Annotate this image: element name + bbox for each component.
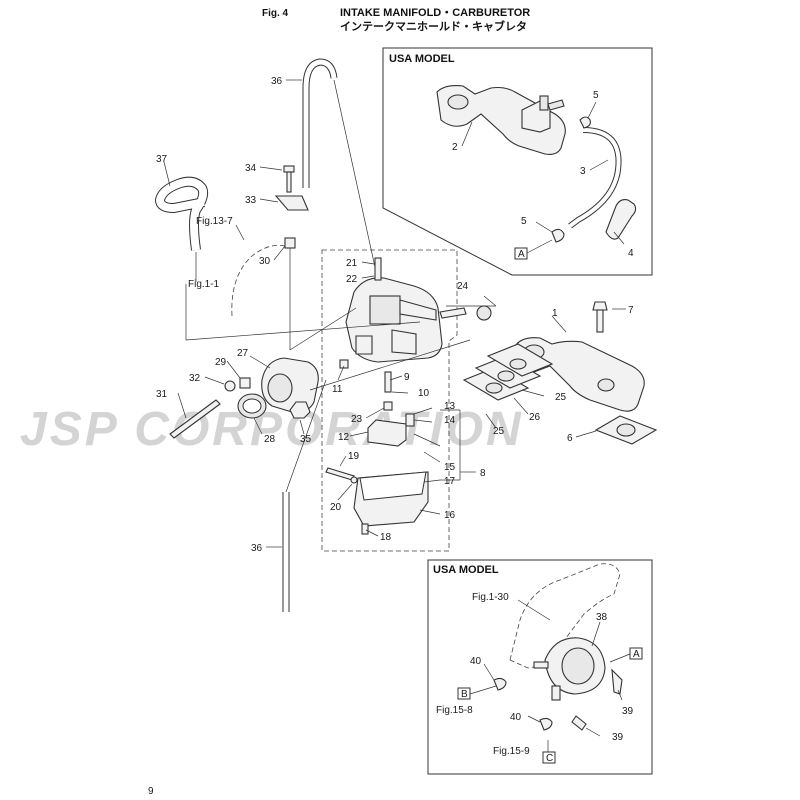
part-label-9: 9 (404, 372, 410, 383)
ref-label-c: C (546, 753, 553, 764)
part-label-40-lower: 40 (510, 712, 522, 723)
ref-box-a-top (514, 247, 528, 260)
part-label-17: 17 (444, 476, 456, 487)
hose-clip-icon (539, 717, 553, 731)
part-label-25-a: 25 (555, 392, 567, 403)
part-label-40-upper: 40 (470, 656, 482, 667)
title-japanese: インテークマニホールド・キャブレタ (340, 19, 527, 33)
ref-fig-1-1: Fig.1-1 (188, 279, 220, 290)
title-english: INTAKE MANIFOLD・CARBURETOR (340, 7, 530, 19)
ref-label-a-top: A (518, 249, 525, 260)
part-label-39-lower: 39 (612, 732, 624, 743)
part-label-5-bottom: 5 (521, 216, 527, 227)
page-number: 9 (148, 786, 154, 797)
part-label-26: 26 (529, 412, 541, 423)
hose-elbow (605, 199, 637, 240)
part-label-14: 14 (444, 415, 456, 426)
part-label-13: 13 (444, 401, 456, 412)
intake-manifold (511, 337, 645, 412)
usa-model-box-top (382, 47, 653, 276)
carburetor-adapter (261, 357, 319, 413)
part-label-39-upper: 39 (622, 706, 634, 717)
part-label-23: 23 (351, 414, 363, 425)
ref-fig-15-8: Fig.15-8 (436, 705, 473, 716)
part-label-19: 19 (348, 451, 360, 462)
part-label-28: 28 (264, 434, 276, 445)
usa-model-title-bottom: USA MODEL (433, 564, 499, 576)
bolt-head-icon (592, 301, 608, 311)
fuel-pump (533, 637, 606, 701)
ref-label-b: B (461, 689, 468, 700)
part-label-34: 34 (245, 163, 257, 174)
part-label-18: 18 (380, 532, 392, 543)
part-label-27: 27 (237, 348, 249, 359)
part-label-2: 2 (452, 142, 458, 153)
hose-clip-icon (493, 677, 507, 691)
hose-clip-icon (579, 116, 591, 129)
figure-number: Fig. 4 (262, 8, 289, 19)
part-label-29: 29 (215, 357, 227, 368)
part-label-5-top: 5 (593, 90, 599, 101)
part-label-33: 33 (245, 195, 257, 206)
carburetor-body (345, 277, 443, 363)
part-label-25-b: 25 (493, 426, 505, 437)
part-label-38: 38 (596, 612, 608, 623)
part-label-11: 11 (332, 384, 343, 395)
part-label-21: 21 (346, 258, 358, 269)
bolt-head-icon (283, 165, 295, 173)
part-label-3: 3 (580, 166, 586, 177)
part-label-6: 6 (567, 433, 573, 444)
ref-box-c (542, 751, 556, 764)
ref-box-b (457, 687, 471, 700)
part-label-16: 16 (444, 510, 456, 521)
hose-clip-icon (551, 228, 565, 243)
part-label-37: 37 (156, 154, 168, 165)
ref-fig-15-9: Fig.15-9 (493, 746, 530, 757)
intake-manifold-usa (436, 85, 566, 155)
usa-model-title-top: USA MODEL (389, 53, 455, 65)
part-label-8: 8 (480, 468, 486, 479)
float-bowl (353, 471, 429, 527)
part-label-35: 35 (300, 434, 312, 445)
part-label-12: 12 (338, 432, 350, 443)
ref-box-a-bottom (629, 647, 643, 660)
part-label-36-upper: 36 (271, 76, 283, 87)
part-label-1: 1 (552, 308, 558, 319)
part-label-20: 20 (330, 502, 342, 513)
part-label-32: 32 (189, 373, 201, 384)
part-label-4: 4 (628, 248, 634, 259)
part-label-15: 15 (444, 462, 456, 473)
part-label-7: 7 (628, 305, 634, 316)
ref-fig-1-30: Fig.1-30 (472, 592, 509, 603)
ref-fig-13-7: Fig.13-7 (196, 216, 233, 227)
ref-label-a-bottom: A (633, 649, 640, 660)
part-label-22: 22 (346, 274, 358, 285)
watermark: JSP CORPORATION (20, 403, 524, 456)
part-label-30: 30 (259, 256, 271, 267)
part-label-10: 10 (418, 388, 430, 399)
part-label-31: 31 (156, 389, 168, 400)
part-label-24: 24 (457, 281, 469, 292)
part-label-36-lower: 36 (251, 543, 263, 554)
